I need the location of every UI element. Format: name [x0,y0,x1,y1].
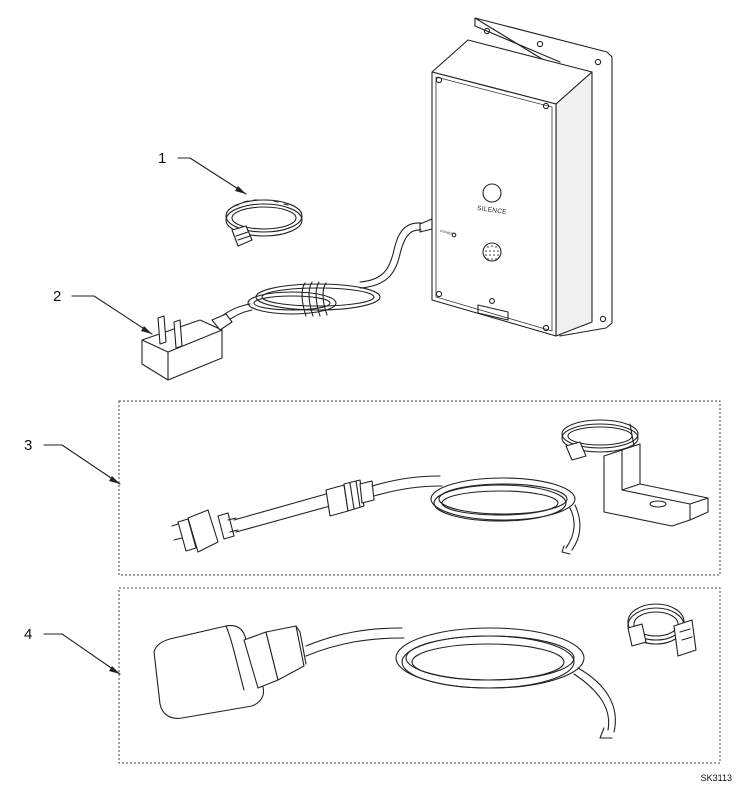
float-switch-cable-assembly [171,419,709,555]
alarm-enclosure: SILENCE POWER [419,17,613,337]
piggyback-float-assembly [153,603,697,739]
power-adapter-assembly [141,222,422,381]
speaker-grille [482,242,502,262]
kit-box-4 [118,587,721,764]
drawing-code: SK3113 [701,773,732,783]
silence-button [482,183,502,203]
callout-1: 1 [158,150,166,167]
silence-label: SILENCE [477,205,508,216]
kit-box-3 [118,400,721,576]
callout-leaders [43,157,247,675]
callout-2: 2 [53,288,61,305]
callout-4: 4 [24,626,32,643]
hose-clamp-1 [225,199,303,247]
callout-3: 3 [24,437,32,454]
power-marking: POWER [440,229,454,236]
test-label-tab [477,304,509,321]
power-led [451,232,457,238]
test-button [489,298,495,304]
